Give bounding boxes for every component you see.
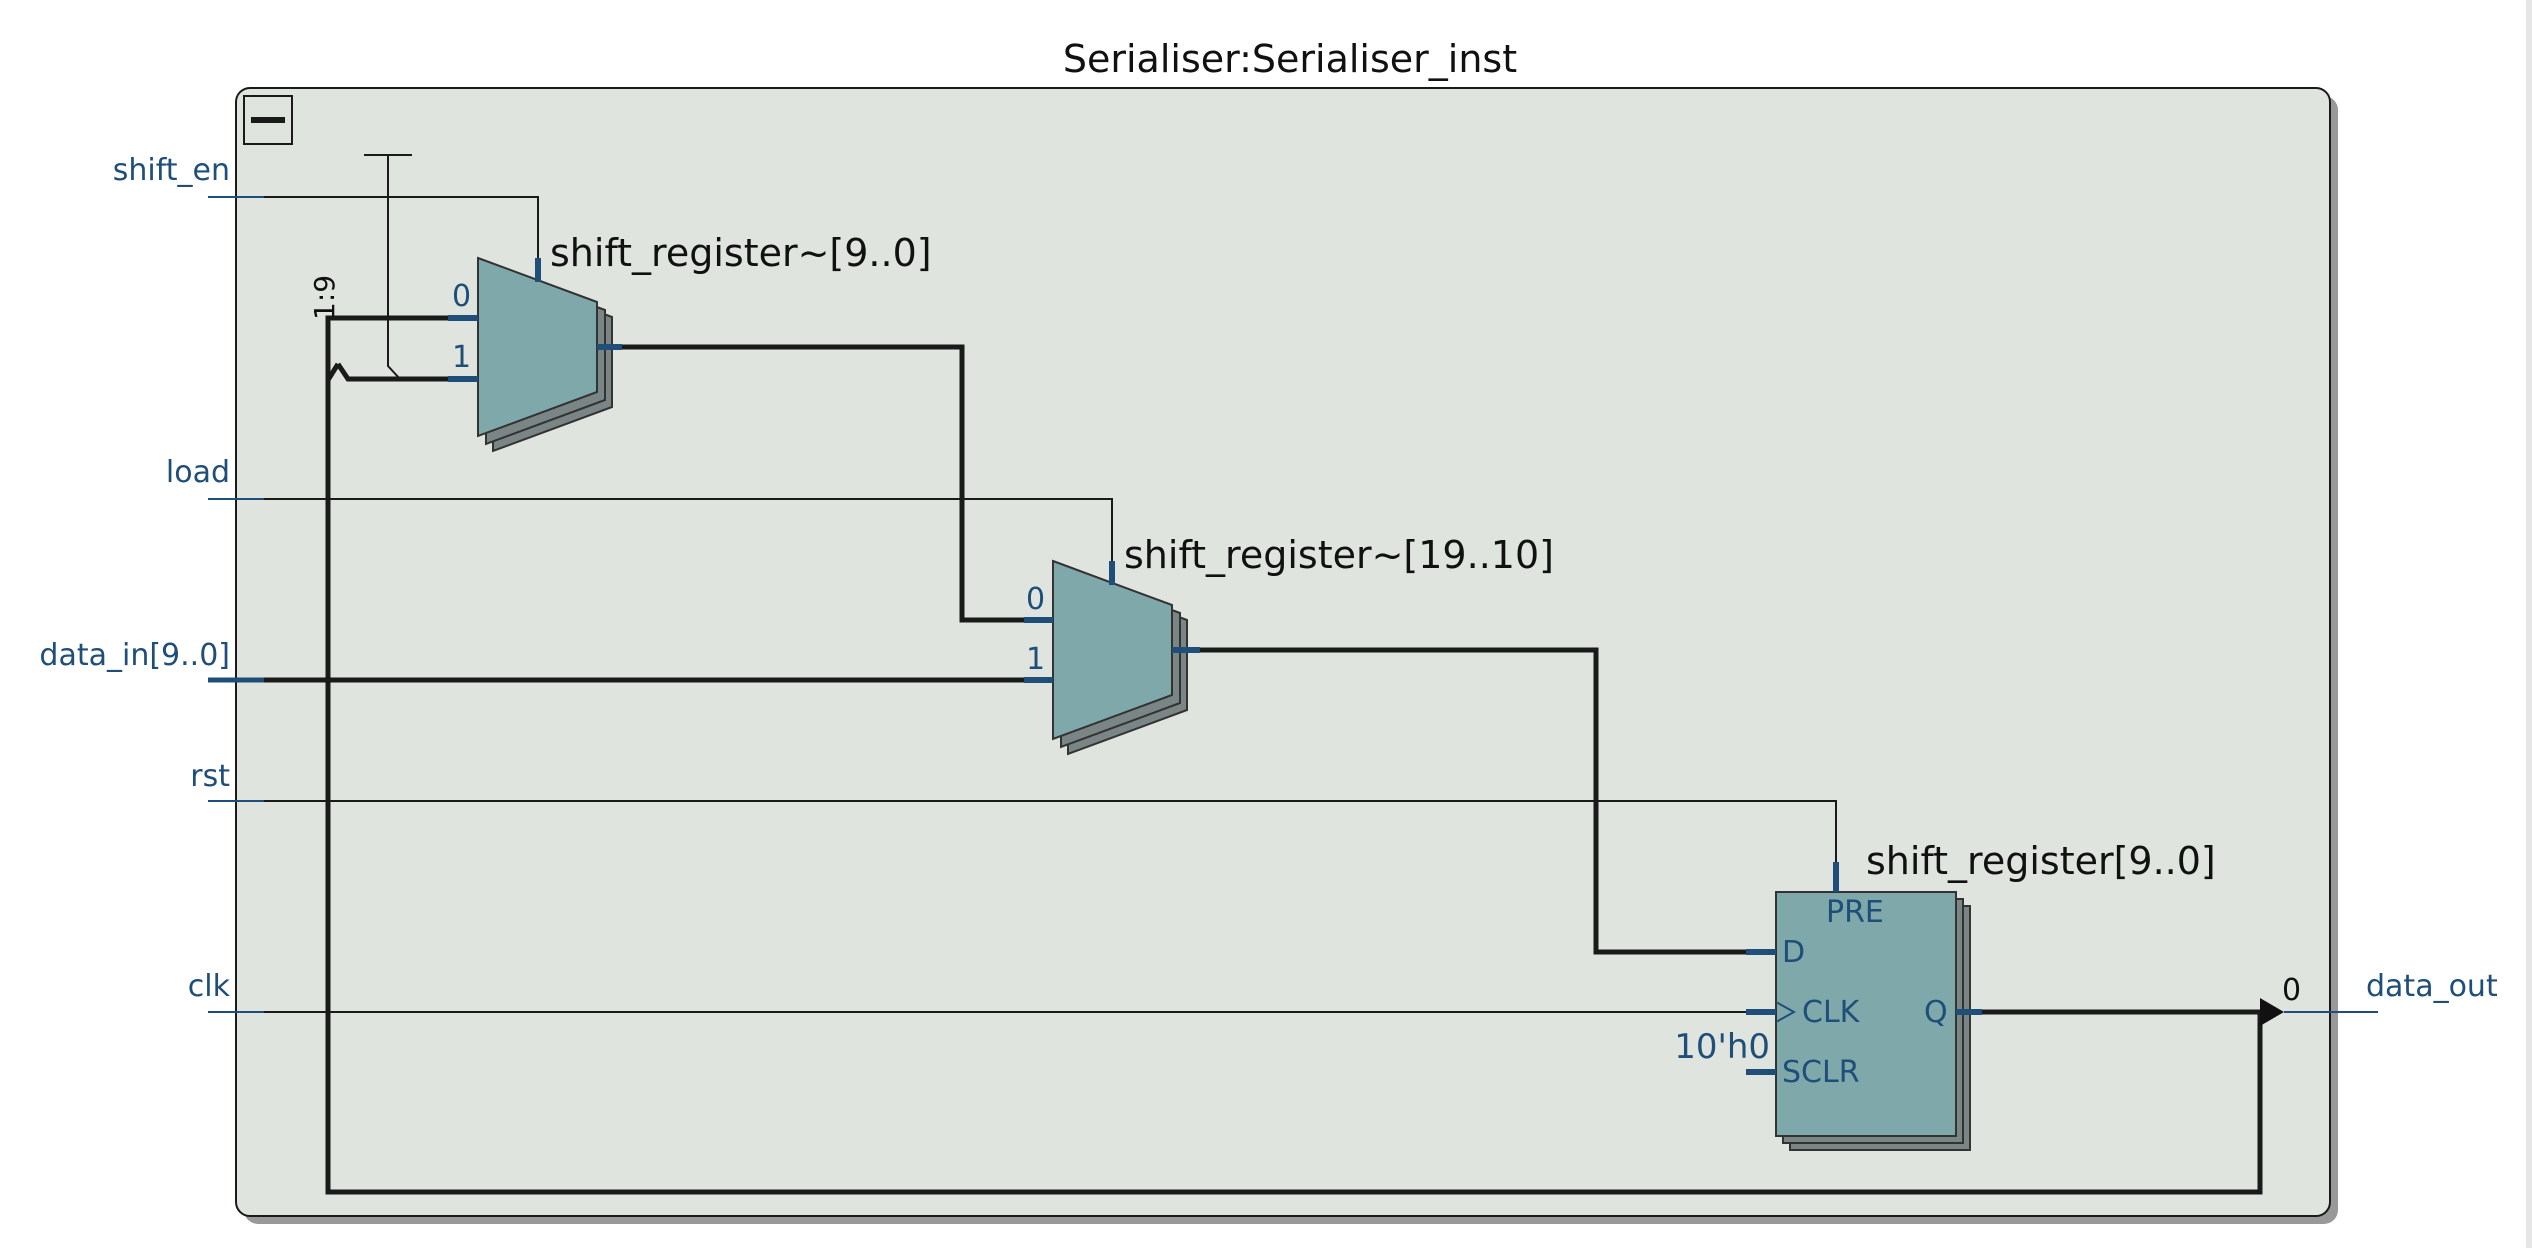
collapse-button[interactable] [243,95,293,145]
output-arrow-icon [2260,998,2284,1026]
mux1-instance-label: shift_register~[9..0] [550,231,932,275]
port-data-in-label[interactable]: data_in[9..0] [39,638,230,673]
mux2-instance-label: shift_register~[19..10] [1124,533,1554,577]
port-load-label[interactable]: load [166,455,230,490]
port-clk-label[interactable]: clk [188,969,231,1004]
reg-q-label: Q [1924,995,1948,1030]
mux-shift-register-19-10[interactable] [1024,559,1200,756]
sclr-constant-label: 10'h0 [1674,1027,1770,1067]
mux-shift-register-9-0[interactable] [448,256,622,453]
mux2-pin-1-label: 1 [1026,642,1045,677]
wire-load[interactable] [208,498,1113,566]
port-rst-label[interactable]: rst [190,759,230,794]
mux1-pin-0-label: 0 [452,279,471,314]
bus-slice-label: 1:9 [308,275,341,320]
output-bit-label: 0 [2282,973,2301,1008]
hierarchy-title: Serialiser:Serialiser_inst [1063,37,1517,81]
wire-mux2-to-reg-d[interactable] [1200,647,1776,955]
vertical-scrollbar[interactable] [2526,0,2532,1248]
wire-feedback-loop[interactable] [325,315,2263,1195]
register-shift-register-9-0[interactable] [1746,862,1982,1151]
register-instance-label: shift_register[9..0] [1866,839,2216,883]
wire-mux1-to-mux2[interactable] [622,344,1030,623]
reg-sclr-label: SCLR [1782,1055,1860,1090]
mux1-pin-1-label: 1 [452,340,471,375]
wire-rst[interactable] [208,800,1837,862]
reg-d-label: D [1782,935,1805,970]
mux2-pin-0-label: 0 [1026,582,1045,617]
port-shift-en-label[interactable]: shift_en [113,153,230,188]
port-data-out-label[interactable]: data_out [2366,969,2498,1004]
reg-clk-label: CLK [1802,995,1861,1030]
clock-edge-icon [1775,1001,1797,1023]
reg-pre-label: PRE [1826,895,1884,930]
minus-icon [251,117,285,123]
wire-shift-en[interactable] [208,196,539,262]
bus-tap-marker [364,154,412,380]
